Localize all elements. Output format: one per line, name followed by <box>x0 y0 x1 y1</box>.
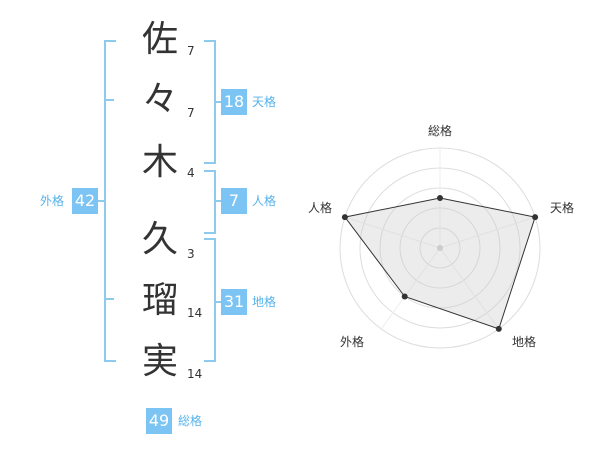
radar-spokes <box>344 148 536 330</box>
chikaku-connector <box>214 301 222 303</box>
name-char-2: 々 <box>141 79 178 120</box>
gaikaku-bracket <box>104 40 116 362</box>
radar-chart: 総格 天格 地格 外格 人格 <box>308 123 574 349</box>
tenkaku-value-badge: 18 <box>221 89 247 115</box>
stroke-count-3: 4 <box>187 166 195 180</box>
radar-axis-label-4: 外格 <box>340 334 364 349</box>
radar-axis-label-3: 地格 <box>512 334 536 349</box>
name-char-3: 木 <box>141 142 178 183</box>
name-char-1: 佐 <box>141 19 178 60</box>
radar-point-3 <box>495 325 502 332</box>
radar-axis-label-1: 総格 <box>428 123 452 138</box>
soukaku-value-badge: 49 <box>146 408 172 434</box>
gaikaku-value-badge: 42 <box>72 188 98 214</box>
stroke-count-6: 14 <box>187 367 203 381</box>
stroke-count-4: 3 <box>187 247 195 261</box>
radar-center <box>437 245 443 251</box>
radar-spoke <box>439 216 536 249</box>
chikaku-value-badge: 31 <box>221 289 247 315</box>
chikaku-bracket <box>204 238 216 362</box>
jinkaku-connector <box>214 200 222 202</box>
soukaku-label: 総格 <box>178 414 203 428</box>
radar-spoke <box>439 247 500 330</box>
stroke-count-5: 14 <box>187 306 203 320</box>
jinkaku-value-badge: 7 <box>221 188 247 214</box>
gaikaku-label: 外格 <box>40 194 65 208</box>
radar-spoke <box>380 247 441 330</box>
radar-point-2 <box>532 214 539 221</box>
jinkaku-label: 人格 <box>252 194 277 208</box>
radar-area <box>344 197 536 330</box>
radar-axis-label-2: 天格 <box>550 200 574 215</box>
radar-spoke <box>344 216 441 249</box>
radar-point-5 <box>341 214 348 221</box>
radar-point-1 <box>437 195 443 201</box>
jinkaku-bracket <box>204 170 216 234</box>
stroke-count-1: 7 <box>187 44 195 58</box>
gaikaku-tick <box>104 99 114 101</box>
tenkaku-label: 天格 <box>252 95 277 109</box>
name-char-4: 久 <box>141 219 178 260</box>
radar-point-4 <box>401 293 408 300</box>
radar-axis-label-5: 人格 <box>308 200 332 215</box>
gaikaku-tick <box>104 298 114 300</box>
tenkaku-connector <box>214 101 222 103</box>
gaikaku-connector <box>94 200 104 202</box>
name-char-6: 実 <box>141 341 178 382</box>
chikaku-label: 地格 <box>252 295 277 309</box>
stroke-count-2: 7 <box>187 106 195 120</box>
name-char-5: 瑠 <box>141 280 178 321</box>
radar-points <box>341 195 539 332</box>
